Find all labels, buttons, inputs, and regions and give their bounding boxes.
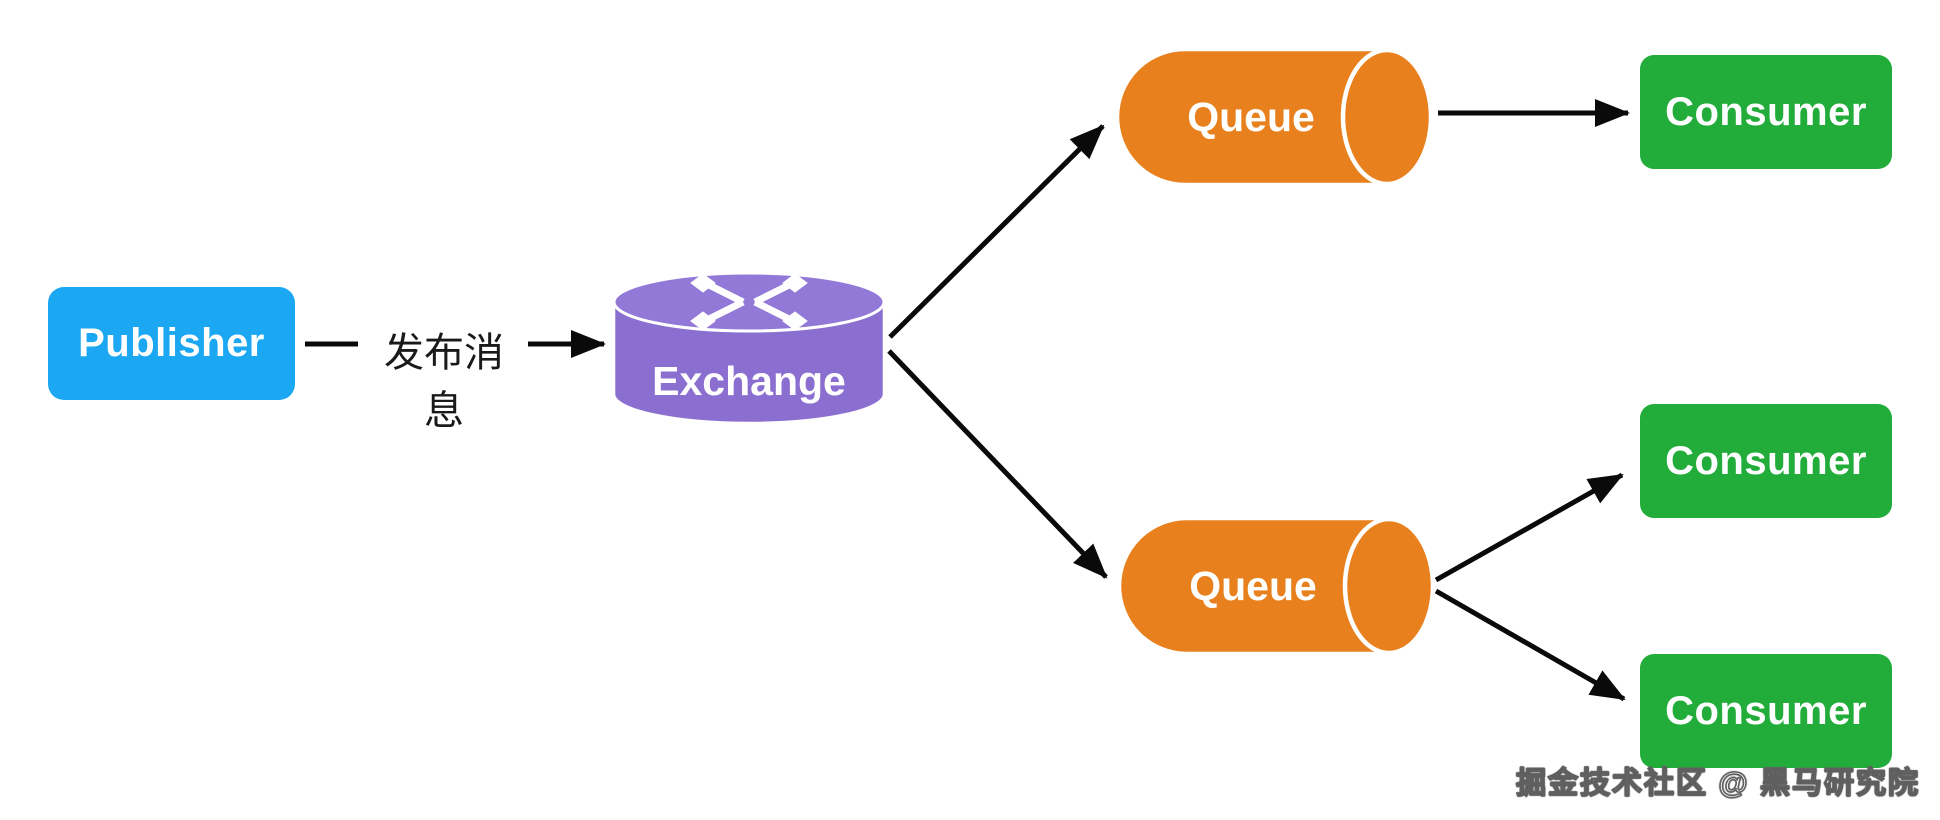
queue-cylinder <box>1116 47 1434 187</box>
publisher-label: Publisher <box>78 321 265 365</box>
watermark-text: 掘金技术社区 @ 黑马研究院 <box>1515 766 1920 800</box>
exchange-node: Exchange <box>611 270 887 426</box>
exchange-routing-icon <box>690 273 808 331</box>
consumer-label: Consumer <box>1665 688 1867 733</box>
consumer-label: Consumer <box>1665 438 1867 483</box>
edge-exchange-to-queue-top <box>888 124 1105 339</box>
publisher-node: Publisher <box>48 287 295 400</box>
consumer-node-middle: Consumer <box>1640 404 1892 518</box>
queue-cylinder-face <box>1342 516 1436 656</box>
queue-cylinder <box>1118 516 1436 656</box>
queue-label: Queue <box>1187 93 1315 140</box>
edge-queue-bottom-to-consumer-3 <box>1434 588 1626 702</box>
consumer-label: Consumer <box>1665 89 1867 134</box>
exchange-cylinder <box>612 271 886 425</box>
queue-label: Queue <box>1189 562 1317 609</box>
queue-cylinder-face <box>1340 47 1434 187</box>
exchange-cylinder-top <box>612 271 886 333</box>
consumer-node-bottom: Consumer <box>1640 654 1892 768</box>
exchange-label: Exchange <box>652 358 846 404</box>
consumer-node-top: Consumer <box>1640 55 1892 169</box>
queue-node-bottom: Queue <box>1117 516 1436 656</box>
publish-edge-label: 发布消息 <box>384 331 504 433</box>
edge-exchange-to-queue-bottom <box>887 349 1108 579</box>
edge-queue-bottom-to-consumer-2 <box>1434 472 1624 583</box>
queue-node-top: Queue <box>1115 47 1434 187</box>
